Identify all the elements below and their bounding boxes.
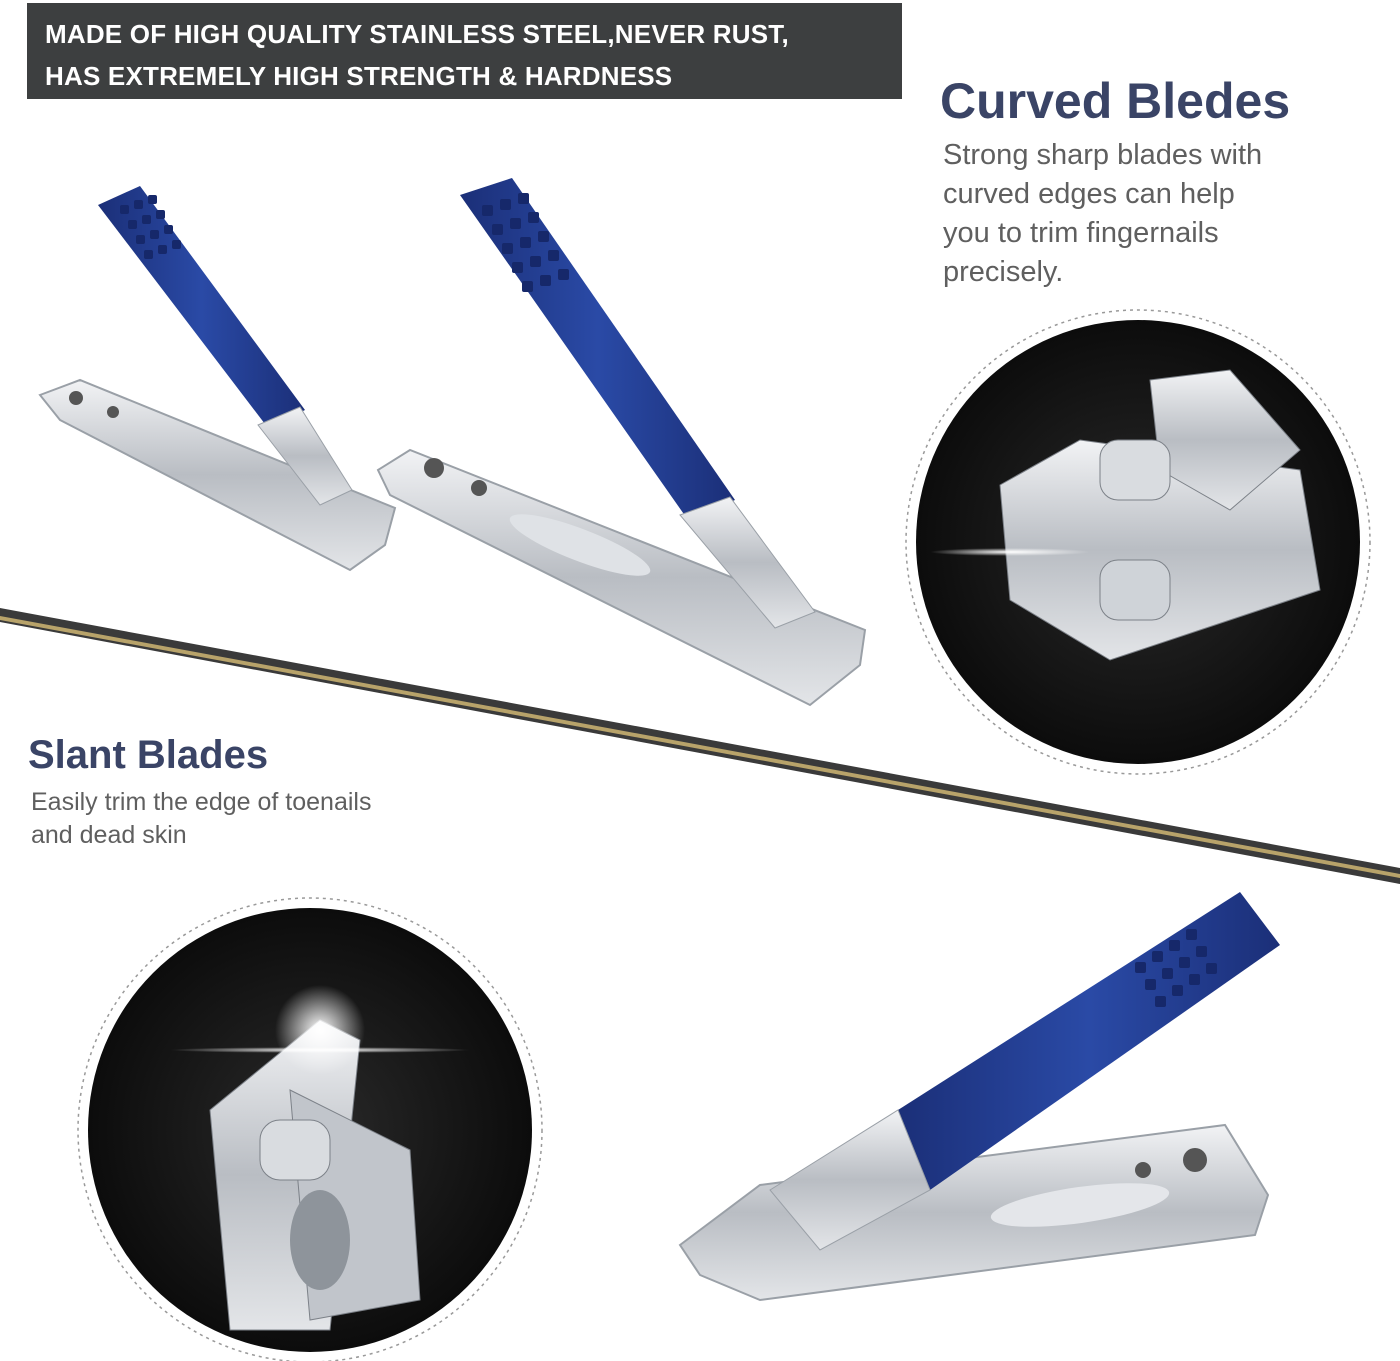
slant-desc-line-2: and dead skin — [31, 821, 187, 849]
curved-desc-line-1: Strong sharp blades with — [943, 139, 1263, 171]
slant-blade-closeup-image — [77, 897, 543, 1361]
curved-desc-line-2: curved edges can help — [943, 178, 1235, 210]
feature-banner: MADE OF HIGH QUALITY STAINLESS STEEL,NEV… — [27, 3, 902, 99]
curved-blades-title: Curved Bledes — [940, 73, 1291, 129]
slant-blades-description: Easily trim the edge of toenails and dea… — [31, 786, 451, 852]
slant-blades-title: Slant Blades — [28, 733, 269, 777]
slant-clipper-image — [678, 892, 1280, 1302]
slant-desc-line-1: Easily trim the edge of toenails — [31, 788, 372, 816]
nail-clipper-small-image — [38, 186, 397, 572]
banner-line-2: HAS EXTREMELY HIGH STRENGTH & HARDNESS — [45, 61, 673, 91]
curved-desc-line-4: precisely. — [943, 256, 1064, 288]
banner-line-1: MADE OF HIGH QUALITY STAINLESS STEEL,NEV… — [45, 19, 789, 49]
curved-blades-description: Strong sharp blades with curved edges ca… — [943, 136, 1363, 292]
curved-blade-closeup-image — [905, 309, 1371, 775]
curved-desc-line-3: you to trim fingernails — [943, 217, 1219, 249]
diagonal-stripe — [0, 608, 1400, 884]
nail-clipper-large-image — [376, 178, 867, 707]
